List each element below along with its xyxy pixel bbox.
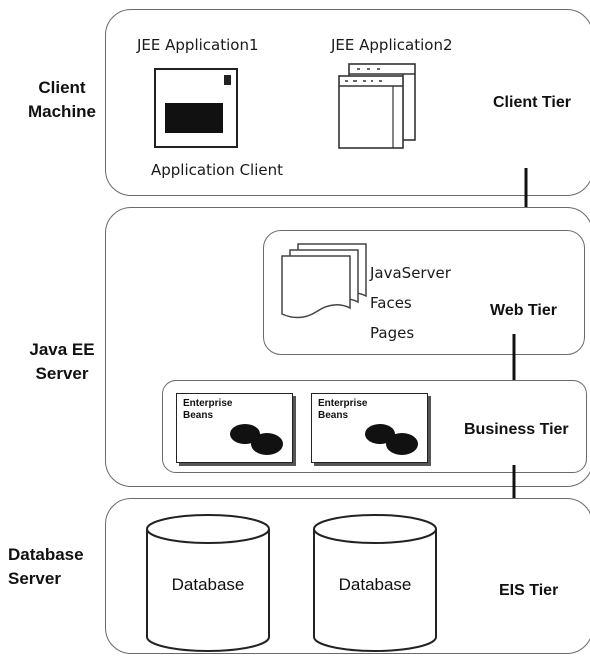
- java-ee-server-label-line2: Server: [35, 364, 89, 383]
- jsf-label-line3: Pages: [370, 324, 415, 342]
- database-server-label: Database Server: [8, 543, 104, 591]
- enterprise-beans-card-2-line1: Enterprise: [318, 398, 368, 409]
- jsf-label-line1: JavaServer: [370, 264, 451, 282]
- browser-window-icon: [338, 63, 416, 149]
- enterprise-beans-card-1: Enterprise Beans: [176, 393, 293, 463]
- jee-application1-label: JEE Application1: [137, 36, 259, 54]
- application-client-label: Application Client: [151, 161, 284, 179]
- database-server-label-line1: Database: [8, 545, 84, 564]
- database-server-label-line2: Server: [8, 569, 61, 588]
- jsf-label-line2: Faces: [370, 294, 412, 312]
- database-label-1: Database: [171, 575, 245, 594]
- database-cylinder-2: [313, 514, 437, 652]
- enterprise-beans-card-1-text: Enterprise Beans: [183, 398, 232, 422]
- eis-tier-label: EIS Tier: [499, 582, 559, 599]
- database-label-2: Database: [338, 575, 412, 594]
- database-cylinder-1: [146, 514, 270, 652]
- enterprise-beans-card-2-text: Enterprise Beans: [318, 398, 367, 422]
- enterprise-beans-card-2-line2: Beans: [318, 410, 349, 421]
- client-machine-label-line1: Client: [38, 78, 86, 97]
- enterprise-beans-card-1-line2: Beans: [183, 410, 214, 421]
- java-ee-server-label-line1: Java EE: [29, 340, 95, 359]
- web-tier-label: Web Tier: [490, 302, 557, 319]
- enterprise-beans-card-1-line1: Enterprise: [183, 398, 233, 409]
- enterprise-beans-card-2: Enterprise Beans: [311, 393, 428, 463]
- client-machine-label-line2: Machine: [27, 102, 97, 121]
- jee-application2-label: JEE Application2: [331, 36, 453, 54]
- jsf-pages-icon: [281, 243, 367, 319]
- client-tier-label: Client Tier: [493, 94, 571, 111]
- application-client-window-icon: [154, 68, 238, 148]
- bean-icon-2: [365, 424, 418, 455]
- java-ee-server-label: Java EE Server: [22, 338, 102, 386]
- client-machine-label: Client Machine: [22, 76, 102, 124]
- business-tier-label: Business Tier: [464, 421, 569, 438]
- bean-icon-1: [230, 424, 283, 455]
